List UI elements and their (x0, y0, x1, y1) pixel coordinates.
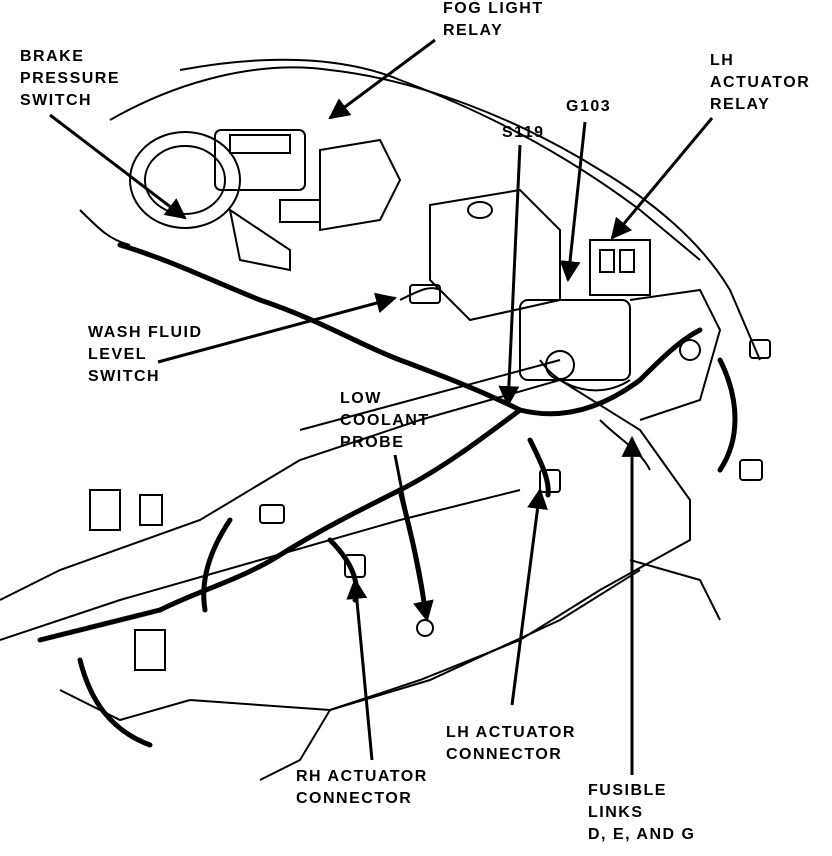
wiring-harness (37, 242, 738, 748)
relay-center (519, 239, 722, 421)
arrow-rh-actuator-connector (346, 577, 374, 761)
label-g103: G103 (566, 98, 612, 115)
arrow-lh-actuator-connector (510, 487, 548, 706)
arrow-brake-pressure-switch (49, 113, 187, 220)
label-fog-light-relay: FOG LIGHT RELAY (443, 0, 544, 39)
arrow-low-coolant-probe (393, 454, 434, 623)
label-brake-pressure-switch: BRAKE PRESSURE SWITCH (20, 48, 121, 109)
label-lh-actuator-connector: LH ACTUATOR CONNECTOR (446, 724, 576, 763)
label-rh-actuator-connector: RH ACTUATOR CONNECTOR (296, 768, 428, 807)
label-wash-fluid-level-switch: WASH FLUID LEVEL SWITCH (88, 324, 203, 385)
arrow-g103 (559, 121, 587, 283)
label-fusible-links: FUSIBLE LINKS D, E, AND G (588, 782, 696, 843)
label-low-coolant-probe: LOW COOLANT PROBE (340, 390, 430, 451)
arrow-wash-fluid-level-switch (157, 292, 398, 364)
callout-arrows (49, 38, 714, 775)
label-s119: S119 (502, 124, 545, 141)
arrow-fog-light-relay (328, 38, 436, 120)
vehicle-body-outline (0, 58, 761, 781)
label-lh-actuator-relay: LH ACTUATOR RELAY (710, 52, 811, 113)
arrow-lh-actuator-relay (610, 117, 714, 240)
arrow-s119 (498, 144, 522, 408)
master-cylinder (129, 129, 321, 272)
